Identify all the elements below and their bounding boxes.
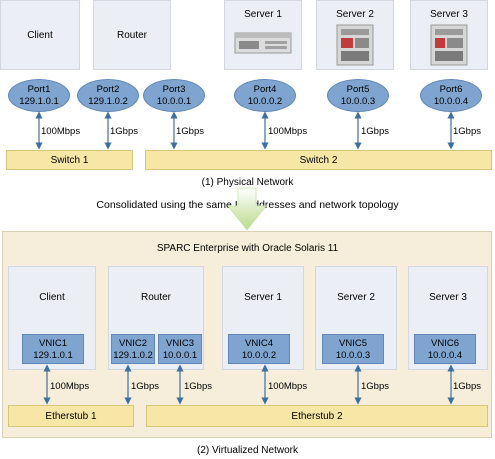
vnic-3: VNIC3 10.0.0.1: [158, 334, 202, 364]
host-box-router: Router: [93, 0, 171, 70]
link-speed: 100Mbps: [50, 381, 90, 392]
host-label: Router: [116, 30, 147, 41]
switch-2: Switch 2: [145, 150, 492, 170]
switch-label: Switch 2: [299, 154, 338, 166]
vnic-5: VNIC5 10.0.0.3: [322, 334, 384, 364]
port-name: Port3: [162, 84, 186, 95]
consolidation-arrow: [227, 187, 267, 231]
vnic-name: VNIC5: [339, 338, 367, 349]
port-name: Port2: [96, 84, 120, 95]
port-5: Port5 10.0.0.3: [327, 79, 389, 112]
host-label: Server 2: [336, 9, 374, 20]
port-6: Port6 10.0.0.4: [420, 79, 482, 112]
physical-caption: (1) Physical Network: [201, 177, 294, 188]
host-box-client: Client: [0, 0, 80, 70]
switch-1: Switch 1: [6, 150, 133, 170]
tower-server-icon: [336, 24, 374, 66]
link-speed: 1Gbps: [361, 126, 389, 137]
zone-label: Router: [140, 292, 171, 303]
port-ip: 10.0.0.3: [340, 96, 376, 107]
vnic-ip: 129.1.0.1: [33, 350, 73, 361]
link-speed: 1Gbps: [110, 126, 138, 137]
etherstub-1: Etherstub 1: [8, 405, 134, 427]
port-name: Port6: [439, 84, 463, 95]
vnic-4: VNIC4 10.0.0.2: [228, 334, 290, 364]
port-ip: 129.1.0.2: [88, 96, 128, 107]
host-box-server3: Server 3: [410, 0, 488, 70]
vnic-name: VNIC6: [431, 338, 459, 349]
vnic-name: VNIC1: [39, 338, 67, 349]
vnic-name: VNIC4: [245, 338, 273, 349]
host-label: Server 1: [244, 9, 282, 20]
vnic-ip: 10.0.0.1: [162, 350, 198, 361]
host-label: Server 3: [430, 9, 468, 20]
zone-label: Client: [39, 292, 65, 303]
link-speed: 100Mbps: [268, 381, 308, 392]
host-box-server1: Server 1: [224, 0, 302, 70]
etherstub-label: Etherstub 2: [291, 410, 343, 422]
port-ip: 10.0.0.4: [433, 96, 469, 107]
link-speed: 1Gbps: [361, 381, 389, 392]
etherstub-label: Etherstub 1: [45, 410, 97, 422]
port-ip: 10.0.0.2: [247, 96, 283, 107]
link-speed: 1Gbps: [453, 381, 481, 392]
host-label: Client: [27, 30, 53, 41]
etherstub-2: Etherstub 2: [146, 405, 488, 427]
vnic-name: VNIC3: [166, 338, 194, 349]
port-name: Port4: [253, 84, 277, 95]
vnic-ip: 10.0.0.4: [427, 350, 463, 361]
port-name: Port5: [346, 84, 370, 95]
port-name: Port1: [27, 84, 51, 95]
rack-server-icon: [234, 32, 292, 54]
link-speed: 1Gbps: [184, 381, 212, 392]
link-speed: 100Mbps: [41, 126, 81, 137]
vnic-2: VNIC2 129.1.0.2: [111, 334, 155, 364]
link-speed: 100Mbps: [268, 126, 308, 137]
vnic-name: VNIC2: [119, 338, 147, 349]
link-speed: 1Gbps: [131, 381, 159, 392]
port-ip: 10.0.0.1: [156, 96, 192, 107]
link-speed: 1Gbps: [176, 126, 204, 137]
vnic-ip: 129.1.0.2: [113, 350, 153, 361]
zone-label: Server 3: [429, 292, 467, 303]
link-speed: 1Gbps: [453, 126, 481, 137]
host-box-server2: Server 2: [316, 0, 394, 70]
zone-label: Server 2: [337, 292, 375, 303]
port-ip: 129.1.0.1: [19, 96, 59, 107]
vnic-6: VNIC6 10.0.0.4: [414, 334, 476, 364]
chassis-title: SPARC Enterprise with Oracle Solaris 11: [156, 243, 339, 254]
vnic-ip: 10.0.0.3: [335, 350, 371, 361]
switch-label: Switch 1: [50, 154, 89, 166]
port-2: Port2 129.1.0.2: [77, 79, 139, 112]
vnic-1: VNIC1 129.1.0.1: [22, 334, 84, 364]
port-1: Port1 129.1.0.1: [8, 79, 70, 112]
port-4: Port4 10.0.0.2: [234, 79, 296, 112]
tower-server-icon: [430, 24, 468, 66]
port-3: Port3 10.0.0.1: [143, 79, 205, 112]
virtual-caption: (2) Virtualized Network: [197, 445, 298, 456]
vnic-ip: 10.0.0.2: [241, 350, 277, 361]
zone-label: Server 1: [244, 292, 282, 303]
